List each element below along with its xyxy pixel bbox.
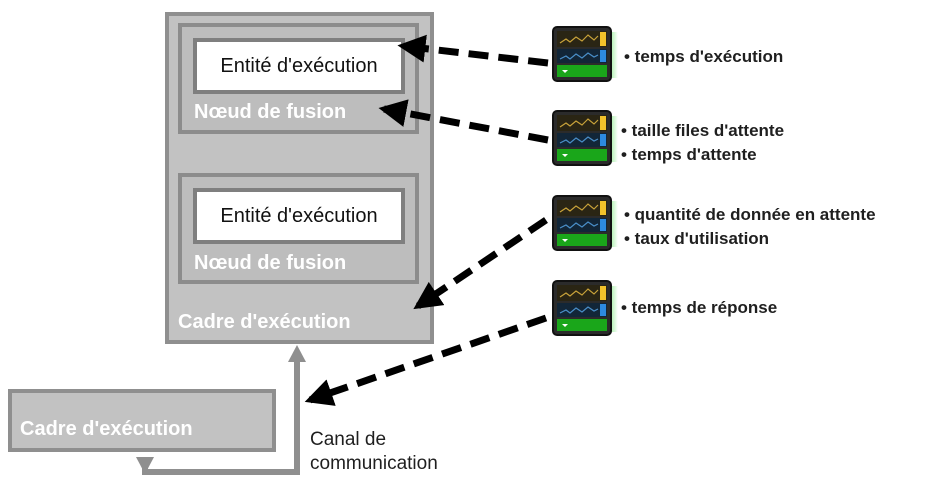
system-monitor-icon [552,26,618,82]
monitor-4-metric-1: • temps de réponse [621,298,778,317]
channel-label-line2: communication [310,453,438,474]
channel-arrowhead-down [136,457,154,474]
arrow-monitor-3 [413,217,548,310]
arrow-monitor-4 [304,314,548,406]
monitor-2-metric-2: • temps d'attente [621,145,757,164]
execution-entity-1: Entité d'exécution [193,38,405,94]
monitor-2-metric-1: • taille files d'attente [621,121,785,140]
communication-channel-line [142,355,300,475]
execution-entity-2-label: Entité d'exécution [220,204,378,227]
fusion-node-1-label: Nœud de fusion [194,101,347,123]
monitor-3-metric-2: • taux d'utilisation [624,229,770,248]
monitor-1-metric-1: • temps d'exécution [624,47,784,66]
monitor-3-metric-1: • quantité de donnée en attente [624,205,876,224]
execution-frame-secondary-label: Cadre d'exécution [20,418,193,440]
system-monitor-icon [552,280,618,336]
arrow-monitor-2 [378,99,549,144]
system-monitor-icon [552,110,618,166]
execution-entity-2: Entité d'exécution [193,188,405,244]
channel-arrowhead-up [288,345,306,362]
execution-frame-secondary [8,389,276,452]
channel-label-line1: Canal de [310,429,387,450]
fusion-node-2-label: Nœud de fusion [194,252,347,274]
system-monitor-icon [552,195,618,251]
arrow-monitor-1 [397,34,549,67]
channel-label: Canal de communication [310,428,438,476]
execution-entity-1-label: Entité d'exécution [220,54,378,77]
execution-frame-main-label: Cadre d'exécution [178,311,351,333]
